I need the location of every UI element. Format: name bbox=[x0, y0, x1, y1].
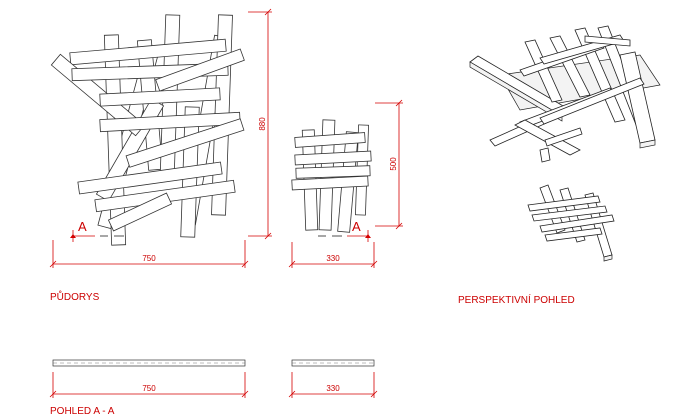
perspective-title: PERSPEKTIVNÍ POHLED bbox=[458, 293, 575, 306]
plank-small-7 bbox=[295, 165, 371, 179]
plank-large-18 bbox=[107, 192, 173, 232]
plank-large-15 bbox=[125, 118, 245, 168]
plank-large-14 bbox=[99, 111, 241, 133]
dim-plan-small-width-label: 330 bbox=[326, 254, 340, 263]
plank-large-13 bbox=[99, 87, 221, 107]
dim-section-small-width-label: 330 bbox=[326, 384, 340, 393]
dim-plan-small-height: 500 bbox=[375, 99, 403, 230]
plank-large-12 bbox=[155, 48, 245, 92]
section-mark-right: A bbox=[318, 219, 371, 242]
dim-section-large-width: 750 bbox=[49, 372, 249, 398]
section-mark-right-label: A bbox=[352, 219, 361, 234]
plan-large bbox=[50, 14, 245, 246]
section-mark-left: A bbox=[70, 219, 124, 242]
dim-plan-large-height: 880 bbox=[248, 8, 272, 240]
section-title: POHLED A - A bbox=[50, 406, 115, 417]
section-elevation-large bbox=[52, 359, 246, 367]
dim-section-small-width: 330 bbox=[288, 372, 378, 398]
dim-plan-large-width-label: 750 bbox=[142, 254, 156, 263]
plank-small-8 bbox=[291, 175, 369, 191]
dim-plan-small-height-label: 500 bbox=[389, 157, 398, 171]
perspective-small bbox=[527, 184, 615, 262]
perspective-large bbox=[469, 25, 661, 163]
plank-large-9 bbox=[69, 38, 227, 66]
plank-small-5 bbox=[294, 132, 366, 148]
plank-large-16 bbox=[77, 161, 223, 195]
dim-plan-large-height-label: 880 bbox=[258, 117, 267, 131]
dim-plan-small-width: 330 bbox=[288, 242, 378, 268]
dim-section-large-width-label: 750 bbox=[142, 384, 156, 393]
plan-title: PŮDORYS bbox=[50, 290, 100, 303]
dim-plan-large-width: 750 bbox=[49, 240, 249, 268]
plank-small-6 bbox=[294, 150, 372, 166]
section-mark-left-label: A bbox=[78, 219, 87, 234]
section-elevation-small bbox=[291, 359, 375, 367]
plan-small bbox=[291, 119, 372, 233]
plank-large-2 bbox=[103, 34, 127, 246]
